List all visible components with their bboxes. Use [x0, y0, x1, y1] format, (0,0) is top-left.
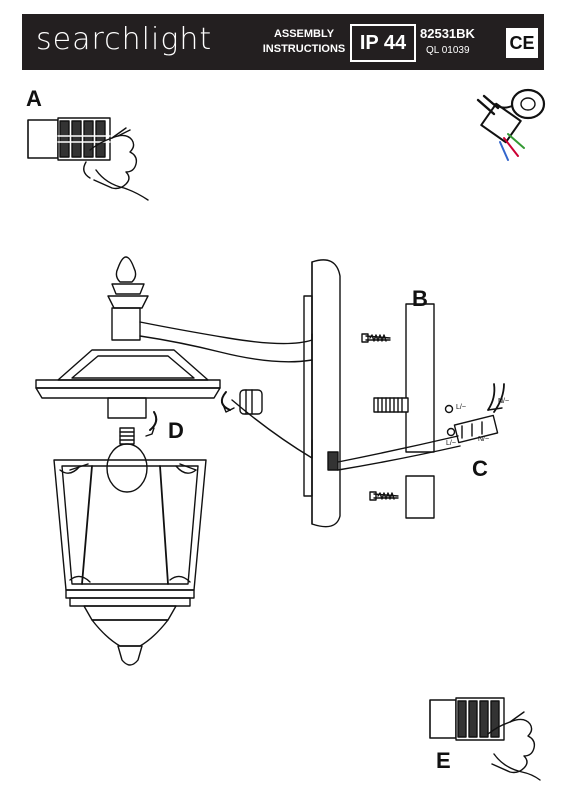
- brand-logo: searchlight: [36, 22, 213, 57]
- ip-rating-badge: IP 44: [350, 24, 416, 62]
- earth-icon: [444, 404, 456, 437]
- assembly-line-1: ASSEMBLY: [273, 28, 335, 40]
- arrow-icon: [145, 391, 235, 437]
- step-label-c: C: [472, 456, 488, 481]
- tape-icon: [476, 88, 546, 161]
- model-number: 82531BK: [420, 26, 475, 41]
- mounting-bracket: [405, 303, 435, 519]
- wire-label-live-1: L/~: [456, 404, 466, 411]
- step-label-e: E: [436, 748, 451, 773]
- terminal-block-a: [27, 117, 111, 161]
- cable-gland: [239, 389, 263, 415]
- lantern-body: [53, 459, 207, 666]
- hand-icon: [487, 711, 541, 781]
- wiring-connector: [337, 383, 505, 471]
- assembly-line-2: INSTRUCTIONS: [262, 43, 346, 55]
- ce-mark-icon: CE: [506, 28, 538, 58]
- screw-icon: [361, 333, 399, 501]
- step-label-b: B: [412, 286, 428, 311]
- wire-label-neutral-1: N/~: [498, 398, 510, 405]
- wire-label-live-2: L/~: [446, 440, 456, 447]
- ql-code: QL 01039: [426, 45, 470, 56]
- lantern-top: [107, 256, 149, 341]
- assembly-instructions-title: ASSEMBLY INSTRUCTIONS: [254, 27, 354, 57]
- terminal-block-e: [429, 697, 505, 741]
- wall-plug-icon: [373, 397, 409, 413]
- wall-backplate: [303, 259, 341, 528]
- lantern-canopy: [35, 349, 221, 419]
- bracket-arm: [139, 321, 313, 459]
- step-label-d: D: [168, 418, 184, 443]
- bulb-icon: [106, 427, 148, 493]
- wire-label-neutral-2: N/~: [478, 436, 490, 443]
- step-label-a: A: [26, 86, 42, 111]
- hand-icon: [83, 127, 149, 201]
- header-bar: searchlight ASSEMBLY INSTRUCTIONS IP 44 …: [22, 14, 544, 70]
